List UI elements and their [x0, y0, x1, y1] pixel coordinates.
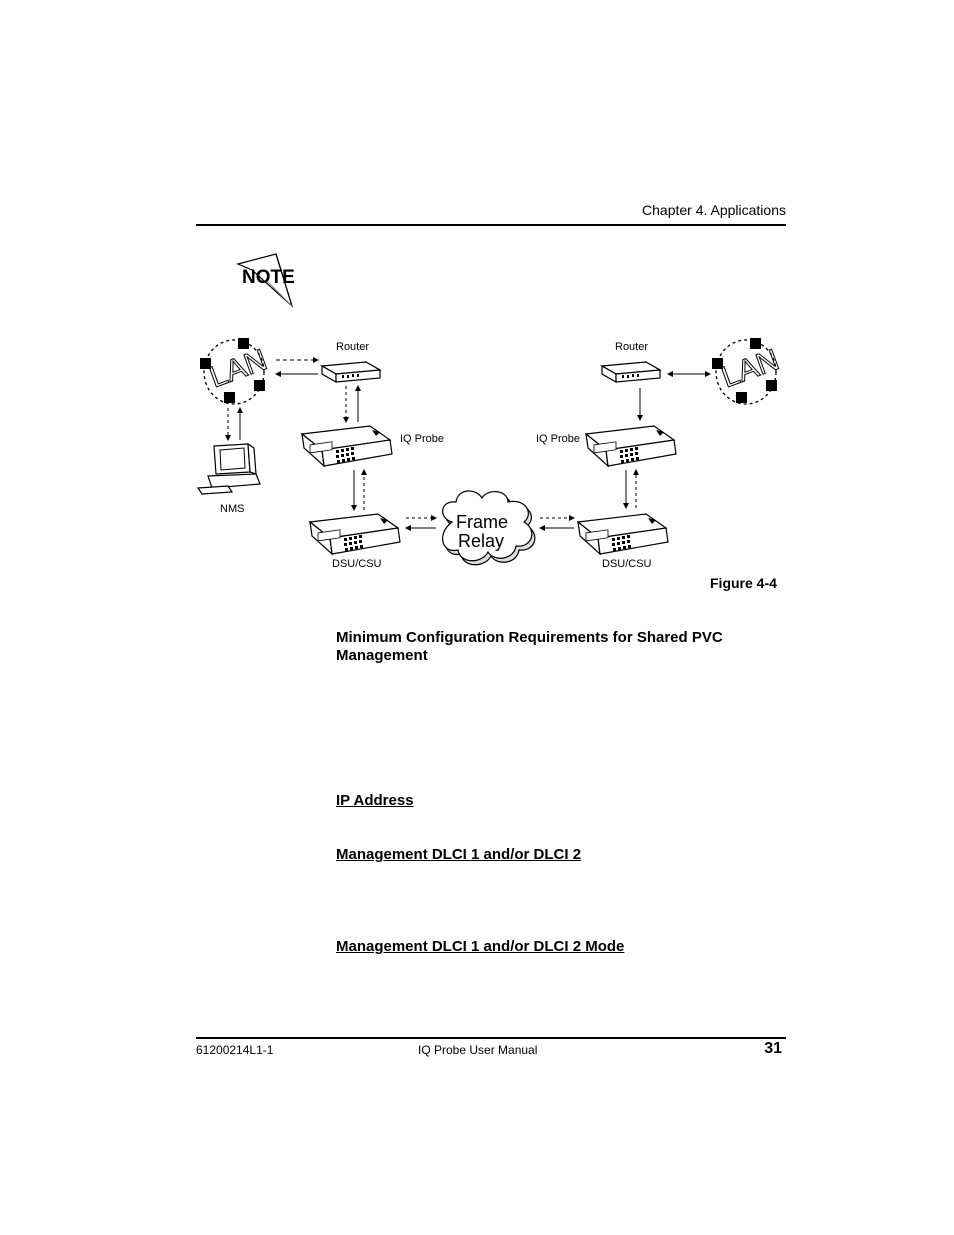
- section-heading-line2: Management: [336, 647, 428, 664]
- cloud-label-relay: Relay: [458, 531, 504, 551]
- iq-probe-right-label: IQ Probe: [536, 433, 580, 445]
- management-dlci-mode-link[interactable]: Management DLCI 1 and/or DLCI 2 Mode: [336, 938, 625, 955]
- nms-workstation: [196, 442, 261, 495]
- iq-probe-left: [301, 425, 393, 467]
- dsu-csu-left-label: DSU/CSU: [332, 558, 382, 570]
- note-icon: NOTE: [236, 253, 295, 308]
- router-right: [601, 361, 661, 383]
- figure-caption: Figure 4-4: [710, 575, 777, 591]
- section-heading-line1: Minimum Configuration Requirements for S…: [336, 629, 723, 646]
- header-rule: [196, 224, 786, 226]
- chapter-header: Chapter 4. Applications: [642, 202, 786, 218]
- router-left: [321, 361, 381, 383]
- dsu-csu-right: [577, 513, 669, 555]
- management-dlci-link[interactable]: Management DLCI 1 and/or DLCI 2: [336, 846, 582, 863]
- note-label: NOTE: [242, 267, 295, 288]
- lan-right: LAN: [711, 337, 784, 405]
- nms-label: NMS: [220, 503, 244, 515]
- section-heading: Minimum Configuration Requirements for S…: [336, 629, 723, 665]
- lan-left: LAN: [199, 337, 272, 405]
- page-number: 31: [764, 1040, 782, 1057]
- ip-address-link[interactable]: IP Address: [336, 792, 414, 809]
- manual-title: IQ Probe User Manual: [418, 1043, 538, 1057]
- frame-relay-cloud: Frame Relay: [442, 490, 536, 566]
- router-right-label: Router: [615, 341, 648, 353]
- router-left-label: Router: [336, 341, 369, 353]
- cloud-label-frame: Frame: [456, 512, 508, 532]
- dsu-csu-right-label: DSU/CSU: [602, 558, 652, 570]
- footer-rule: [196, 1037, 786, 1039]
- part-number: 61200214L1-1: [196, 1043, 274, 1057]
- iq-probe-left-label: IQ Probe: [400, 433, 444, 445]
- dsu-csu-left: [309, 513, 401, 555]
- iq-probe-right: [585, 425, 677, 467]
- network-diagram: LAN LAN Router Router IQ Probe IQ Probe …: [196, 337, 784, 570]
